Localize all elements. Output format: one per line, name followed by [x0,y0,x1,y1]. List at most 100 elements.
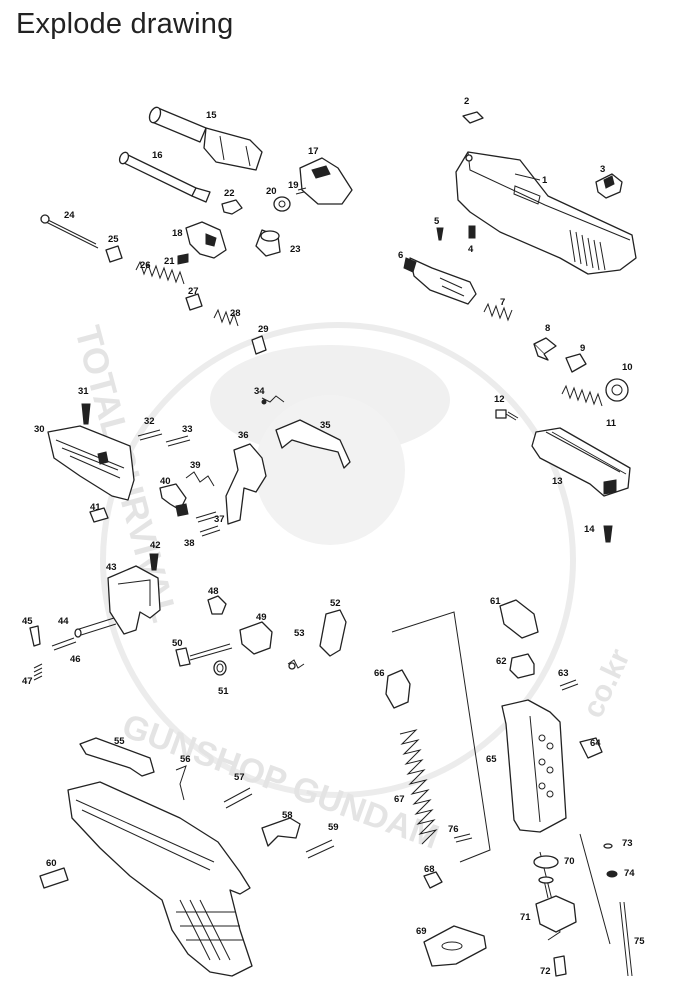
label-20: 20 [266,186,277,197]
label-35: 35 [320,420,331,431]
label-25: 25 [108,234,119,245]
label-36: 36 [238,430,249,441]
spring-39 [185,471,215,487]
label-23: 23 [290,244,301,255]
label-6: 6 [398,250,403,261]
label-12: 12 [494,394,505,405]
label-40: 40 [160,476,171,487]
label-14: 14 [584,524,595,535]
label-21: 21 [164,256,175,267]
part-41 [89,507,109,523]
label-63: 63 [558,668,569,679]
label-31: 31 [78,386,89,397]
spring-cup [565,353,587,373]
label-26: 26 [140,260,151,271]
ring-70 [533,855,559,869]
part-52 [319,609,347,657]
magazine-spring [399,729,438,845]
label-28: 28 [230,308,241,319]
frame [67,781,253,977]
label-24: 24 [64,210,75,221]
lower-mech-group: 42 43 44 45 46 47 48 49 50 51 52 53 [22,540,347,697]
firing-pin [409,257,477,305]
screw-31 [81,403,91,425]
screw-12 [495,409,507,419]
pin-44 [75,617,117,637]
label-45: 45 [22,616,33,627]
collar [185,293,203,311]
label-72: 72 [540,966,551,977]
label-3: 3 [600,164,605,175]
label-44: 44 [58,616,69,627]
barrel-group: 15 16 17 18 19 20 21 22 23 24 25 26 27 2… [40,106,353,355]
spring-28 [213,308,239,327]
screw-14 [603,525,613,543]
magazine-group: 61 62 63 64 65 66 67 68 69 70 71 72 73 7… [374,596,645,977]
cap-29 [251,335,267,355]
part-61 [499,599,539,639]
label-22: 22 [224,188,235,199]
label-37: 37 [214,514,225,525]
label-61: 61 [490,596,501,607]
label-74: 74 [624,868,635,879]
spacer-sleeve [533,337,557,355]
part-48 [207,595,227,615]
label-33: 33 [182,424,193,435]
label-16: 16 [152,150,163,161]
washer-74 [606,870,618,878]
label-56: 56 [180,754,191,765]
pin-38 [199,525,221,537]
hammer-housing [299,157,353,205]
part-60 [39,867,69,889]
spring-11 [561,384,603,407]
label-62: 62 [496,656,507,667]
slide [455,151,637,275]
part-64 [579,737,603,759]
label-42: 42 [150,540,161,551]
label-18: 18 [172,228,183,239]
label-52: 52 [330,598,341,609]
label-55: 55 [114,736,125,747]
part-72 [553,955,567,977]
label-29: 29 [258,324,269,335]
base-plate [423,925,487,967]
label-39: 39 [190,460,201,471]
screw-42 [149,553,159,571]
pin-32 [137,429,163,441]
rod-75 [619,901,633,977]
pin-33 [165,435,191,447]
label-9: 9 [580,343,585,354]
watermark-right: co.kr [576,644,636,723]
label-11: 11 [606,418,617,429]
label-65: 65 [486,754,497,765]
label-49: 49 [256,612,267,623]
spring-53 [287,659,305,669]
pin-37 [195,511,219,523]
label-48: 48 [208,586,219,597]
label-10: 10 [622,362,633,373]
slide-cap [605,378,629,402]
label-8: 8 [545,323,550,334]
frame-group: 55 56 57 58 59 60 [39,736,339,977]
label-64: 64 [590,738,601,749]
part-49 [239,621,273,655]
label-46: 46 [70,654,81,665]
ejector [225,443,267,525]
rail-55 [79,737,155,777]
part-68 [423,871,443,889]
label-67: 67 [394,794,405,805]
magazine-body [501,699,567,833]
label-76: 76 [448,824,459,835]
label-60: 60 [46,858,57,869]
knob-50 [175,647,191,667]
slide-group: 1 2 3 4 5 6 7 8 9 10 11 12 13 14 [398,96,637,543]
clip-22 [221,199,243,215]
label-59: 59 [328,822,339,833]
trigger-group: 30 31 32 33 34 35 36 37 38 39 40 41 [34,386,351,549]
label-13: 13 [552,476,563,487]
label-19: 19 [288,180,299,191]
pin-57 [223,787,253,809]
label-4: 4 [468,244,474,255]
label-2: 2 [464,96,469,107]
spring-47 [33,663,43,681]
